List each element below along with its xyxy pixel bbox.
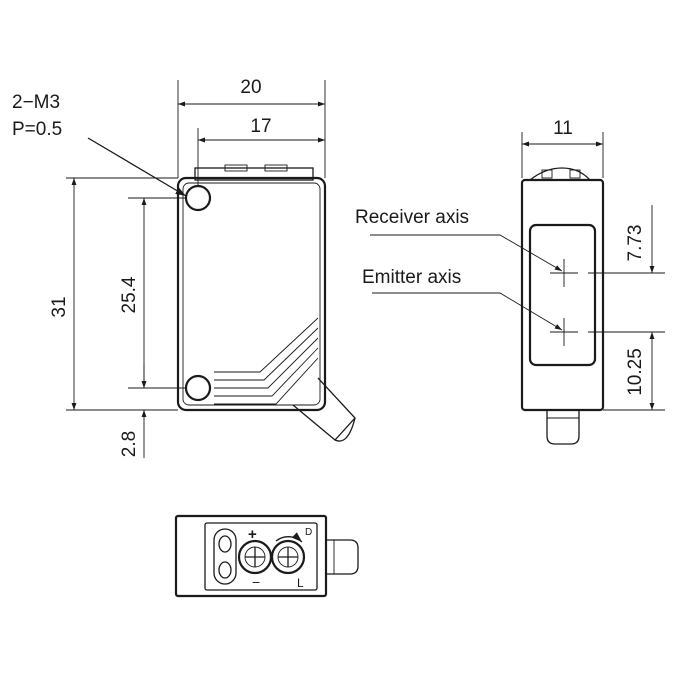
dark-symbol: D (305, 527, 312, 538)
rear-cable-stub (326, 539, 359, 575)
front-top-bump (194, 167, 314, 181)
front-top-bump-detail-2 (264, 164, 288, 172)
front-cable (292, 377, 356, 442)
side-top-bump (529, 167, 591, 181)
receiver-axis-leader (370, 234, 563, 272)
dim-side-width: 11 (553, 118, 573, 139)
mounting-hole-top (184, 184, 212, 212)
mode-knob (270, 539, 306, 575)
thread-leader (87, 137, 187, 197)
indicator-led-top (218, 535, 232, 553)
front-view: 20 17 31 25.4 2.8 2−M3 P=0.5 (12, 77, 356, 458)
dim-bottom-offset: 2.8 (119, 431, 140, 457)
rear-body-outline (174, 514, 328, 598)
thread-size-label: 2−M3 (12, 92, 60, 113)
emitter-axis-leader (372, 292, 563, 331)
front-body-outline (176, 176, 327, 412)
indicator-slot (213, 528, 237, 585)
dim-height-total: 31 (49, 296, 70, 317)
dim-height-hole: 25.4 (119, 276, 140, 313)
minus-symbol: − (252, 574, 260, 590)
dim-receiver-offset: 7.73 (625, 225, 646, 262)
receiver-axis-label: Receiver axis (355, 207, 469, 228)
side-lens-window (528, 223, 597, 367)
front-body-inner (182, 182, 321, 406)
plus-symbol: + (248, 526, 257, 543)
dim-width-hole: 17 (250, 116, 271, 137)
rear-panel-view: + − L D (174, 514, 359, 598)
side-body-outline (520, 178, 605, 412)
mode-rotate-arrow (275, 532, 303, 543)
side-view: Receiver axis Emitter axis 11 7.73 10.25 (355, 118, 665, 445)
light-symbol: L (297, 576, 304, 590)
thread-pitch-label: P=0.5 (12, 119, 62, 140)
dim-width-total: 20 (240, 77, 261, 98)
emitter-axis-label: Emitter axis (362, 267, 461, 288)
side-cable-stub (546, 410, 580, 445)
indicator-led-bottom (218, 561, 232, 579)
front-cable-ribs (214, 317, 319, 405)
rear-control-panel (204, 522, 318, 591)
front-top-bump-detail (224, 164, 248, 172)
dim-emitter-offset: 10.25 (625, 348, 646, 396)
mounting-hole-bottom (184, 374, 212, 402)
